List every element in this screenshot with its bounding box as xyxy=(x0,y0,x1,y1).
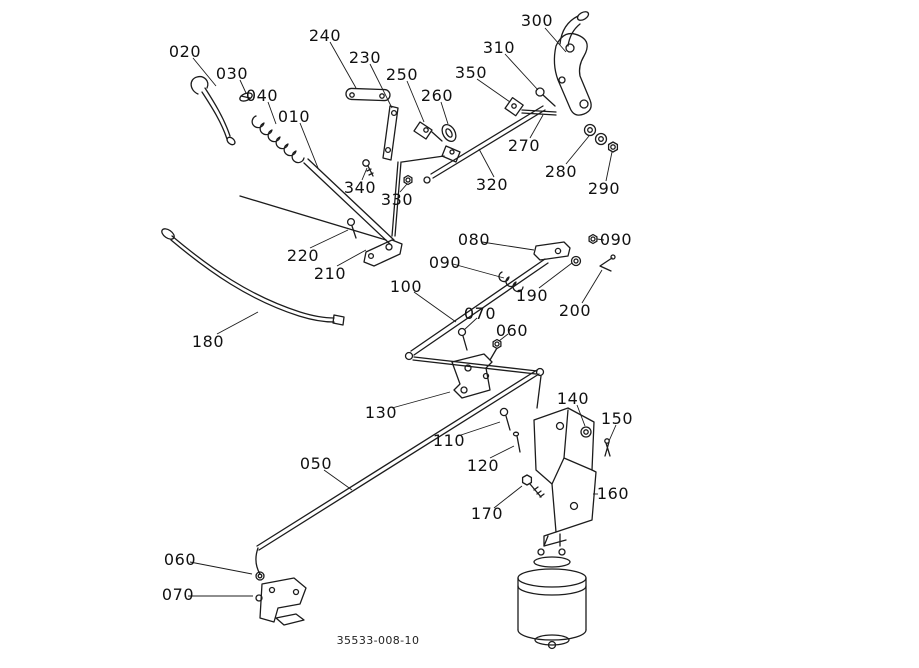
part-canister xyxy=(517,533,587,650)
part-nut-090-right xyxy=(588,233,598,245)
part-label-040: 040 xyxy=(246,86,278,105)
part-label-150: 150 xyxy=(601,409,633,428)
part-bracket-130 xyxy=(451,353,493,399)
part-rod-320 xyxy=(423,105,546,184)
part-label-200: 200 xyxy=(559,301,591,320)
part-label-320: 320 xyxy=(476,175,508,194)
part-spring-090-left xyxy=(498,271,524,293)
part-label-330: 330 xyxy=(381,190,413,209)
part-label-270: 270 xyxy=(508,136,540,155)
part-label-120: 120 xyxy=(467,456,499,475)
part-roller-260 xyxy=(441,123,461,163)
part-pin-120 xyxy=(512,431,521,453)
part-mid-link xyxy=(412,356,545,409)
part-clevis-250 xyxy=(413,121,443,142)
part-bottom-bracket xyxy=(255,571,307,626)
part-pedal-rod xyxy=(190,75,236,146)
part-label-190: 190 xyxy=(516,286,548,305)
part-bolt-220 xyxy=(346,217,357,239)
part-label-170: 170 xyxy=(471,504,503,523)
part-label-300: 300 xyxy=(521,11,553,30)
drawing-number: 35533-008-10 xyxy=(337,634,420,647)
part-rod-010 xyxy=(239,158,395,245)
part-clip-150 xyxy=(604,438,611,457)
part-label-030: 030 xyxy=(216,64,248,83)
part-labels: 020 030 040 010 240 230 250 260 300 310 … xyxy=(162,11,633,604)
part-nut-290 xyxy=(607,141,619,153)
part-label-130: 130 xyxy=(365,403,397,422)
part-label-220: 220 xyxy=(287,246,319,265)
part-washer-190 xyxy=(570,255,582,267)
part-label-250: 250 xyxy=(386,65,418,84)
part-label-180: 180 xyxy=(192,332,224,351)
part-spring xyxy=(251,115,305,164)
part-clip xyxy=(239,92,253,102)
part-cotter-pin-200 xyxy=(599,254,616,272)
part-label-210: 210 xyxy=(314,264,346,283)
part-label-160: 160 xyxy=(597,484,629,503)
part-label-280: 280 xyxy=(545,162,577,181)
part-label-340: 340 xyxy=(344,178,376,197)
part-washers-280 xyxy=(583,123,608,146)
part-bolt-310 xyxy=(535,87,556,107)
part-label-240: 240 xyxy=(309,26,341,45)
part-label-090-left: 090 xyxy=(429,253,461,272)
part-label-230: 230 xyxy=(349,48,381,67)
part-nut-330 xyxy=(403,174,413,186)
part-washer-140 xyxy=(580,426,592,438)
part-link-240 xyxy=(345,87,391,102)
part-label-090-right: 090 xyxy=(600,230,632,249)
part-label-010: 010 xyxy=(278,107,310,126)
part-rod-100 xyxy=(404,258,549,361)
part-nut-060-mid xyxy=(489,338,502,361)
part-label-350: 350 xyxy=(455,63,487,82)
part-label-260: 260 xyxy=(421,86,453,105)
part-screw-340 xyxy=(362,159,374,177)
part-label-110: 110 xyxy=(433,431,465,450)
part-bracket-080 xyxy=(533,241,571,261)
part-bolt-070-mid xyxy=(457,327,468,351)
part-label-060-mid: 060 xyxy=(496,321,528,340)
part-bolt-110 xyxy=(499,407,511,431)
part-label-020: 020 xyxy=(169,42,201,61)
part-bracket-160 xyxy=(533,407,597,547)
part-bracket-210 xyxy=(363,239,403,267)
part-label-060-bottom: 060 xyxy=(164,550,196,569)
part-bolt-170 xyxy=(521,474,545,498)
part-label-310: 310 xyxy=(483,38,515,57)
part-label-050: 050 xyxy=(300,454,332,473)
part-label-140: 140 xyxy=(557,389,589,408)
linkage-artwork xyxy=(161,11,619,650)
part-label-100: 100 xyxy=(390,277,422,296)
leader-lines xyxy=(188,27,617,597)
part-bracket-230 xyxy=(382,105,445,237)
part-label-070-mid: 070 xyxy=(464,304,496,323)
part-label-290: 290 xyxy=(588,179,620,198)
part-rod-180 xyxy=(161,228,345,326)
part-label-080: 080 xyxy=(458,230,490,249)
part-label-070-bottom: 070 xyxy=(162,585,194,604)
part-bellcrank-300 xyxy=(553,11,592,116)
